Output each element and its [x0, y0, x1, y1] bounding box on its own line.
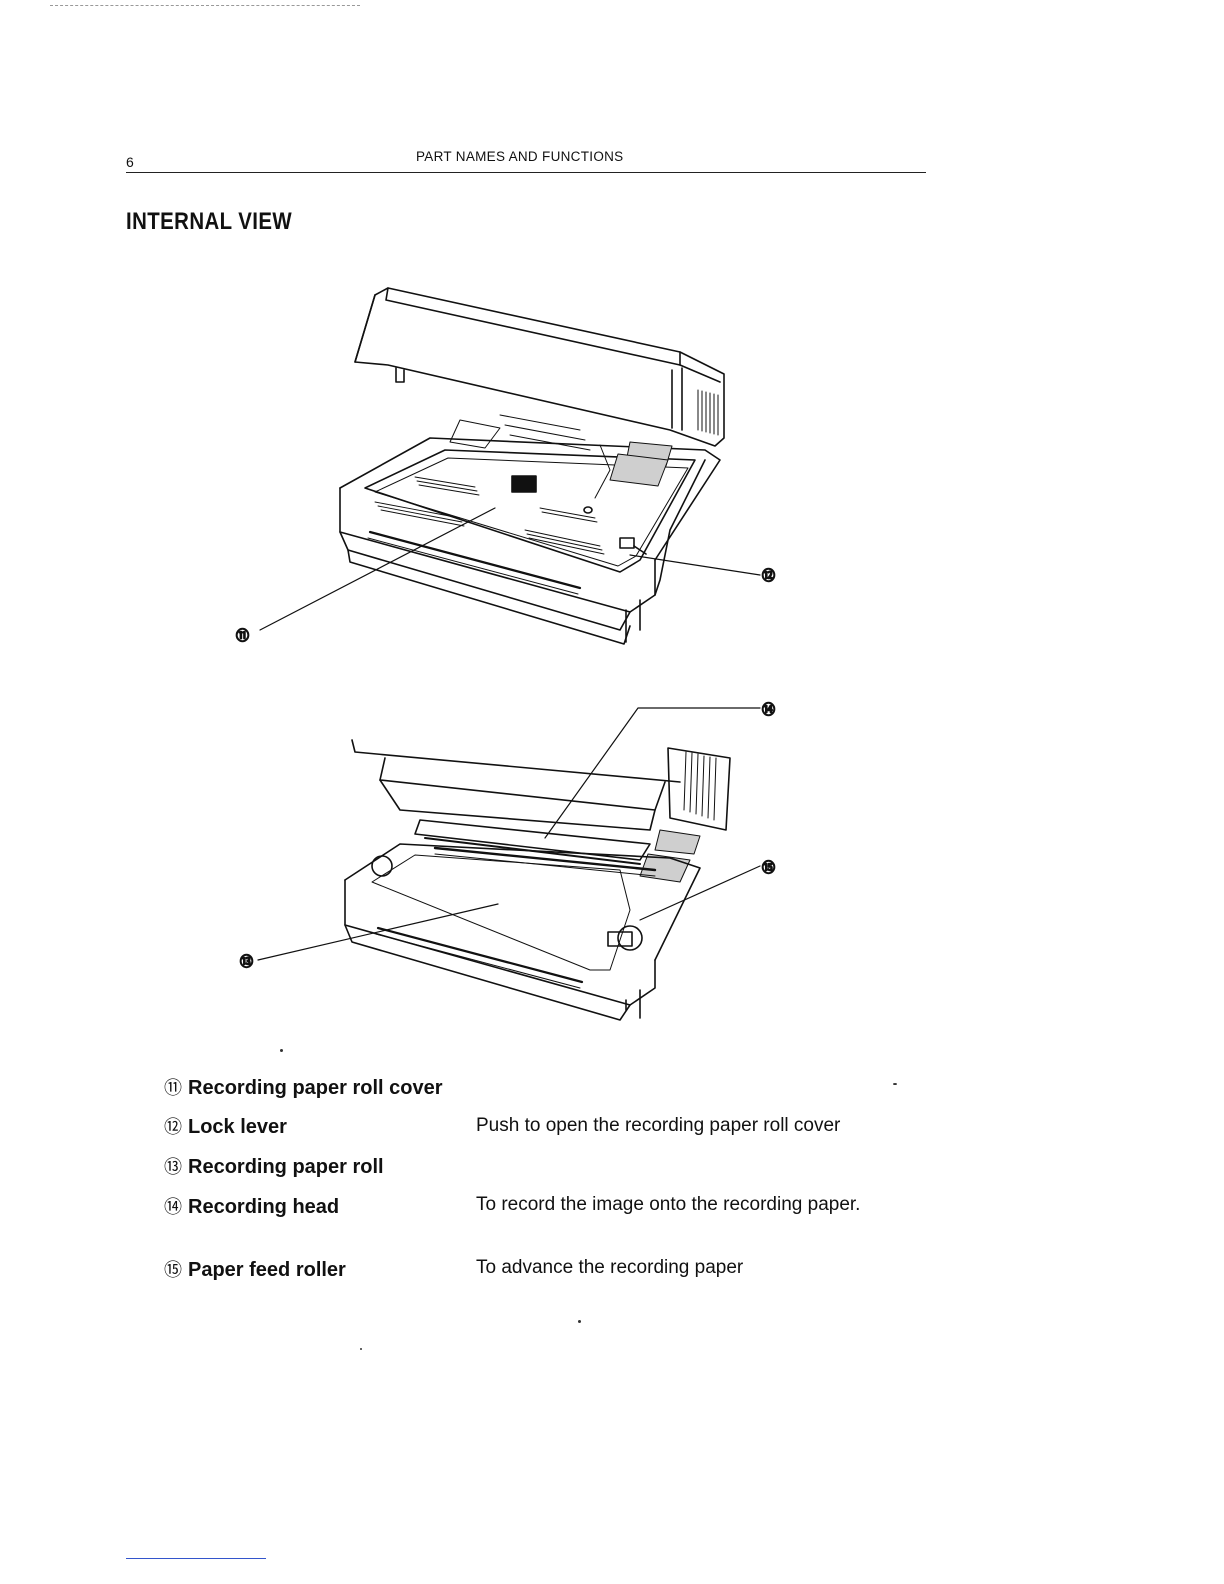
footer-rule: [126, 1558, 266, 1559]
part-number: ⑫: [164, 1117, 182, 1138]
part-label: Recording paper roll: [188, 1156, 384, 1178]
scan-edge-rule: [50, 5, 360, 6]
scan-speck: [578, 1320, 581, 1323]
part-description: Push to open the recording paper roll co…: [476, 1112, 900, 1140]
page-number: 6: [126, 154, 134, 170]
part-label: Lock lever: [188, 1116, 287, 1138]
callout-15: ⑮: [762, 861, 775, 876]
part-name: ⑪ Recording paper roll cover: [164, 1074, 443, 1100]
part-name: ⑫ Lock lever: [164, 1113, 287, 1139]
part-name: ⑬ Recording paper roll: [164, 1153, 384, 1179]
running-header: PART NAMES AND FUNCTIONS: [416, 149, 623, 164]
part-label: Paper feed roller: [188, 1259, 346, 1281]
part-number: ⑪: [164, 1078, 182, 1099]
callout-13: ⑬: [240, 955, 253, 970]
part-number: ⑬: [164, 1157, 182, 1178]
internal-view-illustration: ⑪ ⑫ ⑭ ⑮ ⑬: [200, 270, 820, 1030]
part-number: ⑮: [164, 1260, 182, 1281]
part-description: To advance the recording paper: [476, 1254, 900, 1282]
callout-11: ⑪: [236, 629, 249, 644]
bottom-machine-drawing: [345, 740, 730, 1020]
part-name: ⑮ Paper feed roller: [164, 1256, 346, 1282]
callout-14: ⑭: [762, 703, 775, 718]
top-machine-drawing: [340, 288, 724, 644]
part-label: Recording head: [188, 1196, 339, 1218]
part-label: Recording paper roll cover: [188, 1077, 443, 1099]
scan-speck: [280, 1049, 283, 1052]
part-description: To record the image onto the recording p…: [476, 1191, 900, 1219]
part-number: ⑭: [164, 1197, 182, 1218]
part-name: ⑭ Recording head: [164, 1193, 339, 1219]
header-divider: [126, 172, 926, 173]
callout-12: ⑫: [762, 569, 775, 584]
section-title: INTERNAL VIEW: [126, 208, 292, 236]
scan-speck: [893, 1083, 897, 1085]
scan-speck: [360, 1348, 362, 1350]
